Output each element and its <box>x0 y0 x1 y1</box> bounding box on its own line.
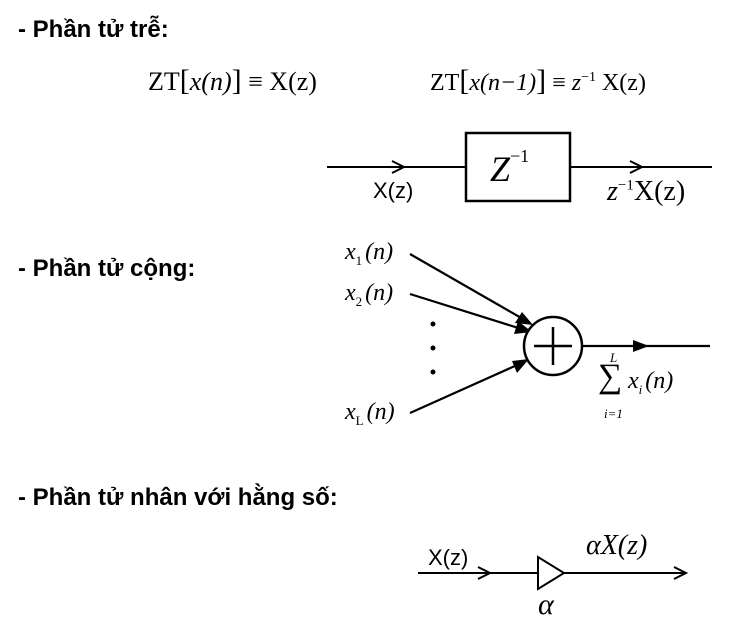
delay-block-label: Z−1 <box>490 146 530 190</box>
equation-zt-xn-1: ZT[x(n−1)] ≡ z−1 X(z) <box>430 64 646 97</box>
adder-inputL-arrow-icon <box>512 359 529 373</box>
adder-input1-arrow-icon <box>515 312 533 325</box>
adder-input1-line <box>409 253 531 324</box>
eq2-op: ZT <box>430 70 460 96</box>
eq1-rhs: X(z) <box>269 67 317 96</box>
sum-sigma: ∑ <box>598 358 623 395</box>
inL-base: x <box>345 399 356 425</box>
delay-output-arrow-icon <box>629 160 645 174</box>
in2-arg: (n) <box>365 280 394 306</box>
adder-input-label-2: x2(n) <box>345 280 393 310</box>
delay-input-label: X(z) <box>373 178 414 203</box>
eq1-op: ZT <box>148 67 180 96</box>
adder-input-label-L: xL(n) <box>345 399 395 429</box>
mult-coef-label: α <box>538 588 554 621</box>
heading-adder: - Phần tử cộng: <box>18 255 196 282</box>
block-z: Z <box>490 149 511 189</box>
sum-upper: L <box>610 350 618 365</box>
in2-sub: 2 <box>355 293 363 309</box>
ellipsis-dot <box>430 369 436 375</box>
mult-input-label: X(z) <box>428 545 469 570</box>
inL-sub: L <box>355 412 364 428</box>
sum-base: x <box>628 368 639 394</box>
out-exp: −1 <box>617 177 634 194</box>
equation-zt-xn: ZT[x(n)] ≡ X(z) <box>148 64 317 97</box>
delay-input-arrow-icon <box>391 160 407 174</box>
delay-output-label: z−1X(z) <box>607 176 685 208</box>
eq2-rhs-factor: z <box>571 70 582 96</box>
out-factor: z <box>607 176 618 207</box>
eq2-arg: x(n−1) <box>469 70 537 96</box>
eq1-arg: x(n) <box>189 67 232 96</box>
eq1-rel: ≡ <box>248 67 263 96</box>
mult-output-label: αX(z) <box>586 530 648 561</box>
adder-output-arrow-icon <box>633 340 649 352</box>
sum-arg: (n) <box>645 368 674 394</box>
ellipsis-dot <box>430 321 436 327</box>
mult-input-arrow-icon <box>477 566 493 580</box>
in2-base: x <box>345 280 356 306</box>
block-exp: −1 <box>510 146 530 166</box>
eq2-rel: ≡ <box>552 70 566 96</box>
eq2-rhs: X(z) <box>601 70 646 96</box>
in1-sub: 1 <box>355 252 363 268</box>
out-rhs: X(z) <box>633 176 686 207</box>
eq2-rhs-exp: −1 <box>581 70 596 85</box>
inL-arg: (n) <box>366 399 395 425</box>
multiplier-triangle-icon <box>537 555 566 591</box>
in1-arg: (n) <box>365 239 394 265</box>
ellipsis-dot <box>430 345 436 351</box>
sum-sub: i <box>638 381 643 397</box>
mult-output-arrow-icon <box>673 566 689 580</box>
heading-multiplier: - Phần tử nhân với hằng số: <box>18 484 338 511</box>
adder-inputL-line <box>409 359 527 415</box>
sum-lower: i=1 <box>604 406 623 421</box>
adder-input2-line <box>409 292 529 333</box>
in1-base: x <box>345 239 356 265</box>
adder-input-label-1: x1(n) <box>345 239 393 269</box>
adder-output-label: L ∑ i=1 xi(n) <box>596 350 706 425</box>
heading-delay: - Phần tử trễ: <box>18 16 169 43</box>
